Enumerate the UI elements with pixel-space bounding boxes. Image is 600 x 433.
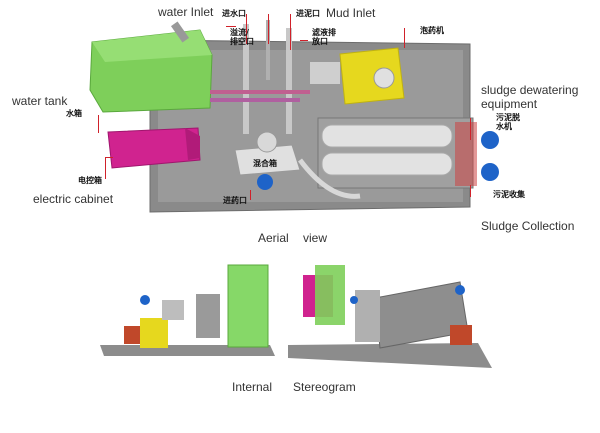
label-water-inlet: water Inlet [158, 5, 214, 19]
stereo-base [288, 343, 492, 368]
label-sludge-dewatering: sludge dewatering [481, 83, 579, 97]
label-cn-foaming-machine: 泡药机 [420, 26, 444, 35]
label-cn-filter-drain: 滤液排 放口 [312, 28, 336, 47]
internal-green-tank [227, 264, 269, 348]
label-cn-water-tank: 水箱 [66, 109, 82, 118]
label-cn-mud-inlet: 进泥口 [296, 9, 320, 18]
label-mud-inlet: Mud Inlet [326, 6, 376, 20]
label-electric-cabinet: electric cabinet [33, 192, 114, 206]
label-equipment: equipment [481, 97, 538, 111]
internal-yellow-unit [140, 318, 168, 348]
label-cn-mixing-tank: 混合箱 [253, 159, 277, 168]
label-sludge-collection: Sludge Collection [481, 219, 575, 233]
foaming-machine-shape [339, 47, 405, 105]
label-cn-sludge-collection: 污泥收集 [493, 190, 525, 199]
label-cn-chemical-inlet: 进药口 [223, 196, 247, 205]
label-cn-sludge-dewatering: 污泥脱 水机 [496, 113, 520, 132]
label-water-tank: water tank [12, 94, 68, 108]
caption-stereogram: Stereogram [293, 380, 356, 394]
electric-cabinet-shape [107, 127, 201, 169]
label-cn-control-cabinet: 电控箱 [78, 176, 102, 185]
caption-view: view [303, 231, 328, 245]
label-cn-water-inlet: 进水口 [222, 9, 246, 18]
label-cn-overflow-drain: 溢流/ 排空口 [230, 28, 254, 47]
caption-internal: Internal [232, 380, 273, 394]
caption-aerial: Aerial [258, 231, 289, 245]
